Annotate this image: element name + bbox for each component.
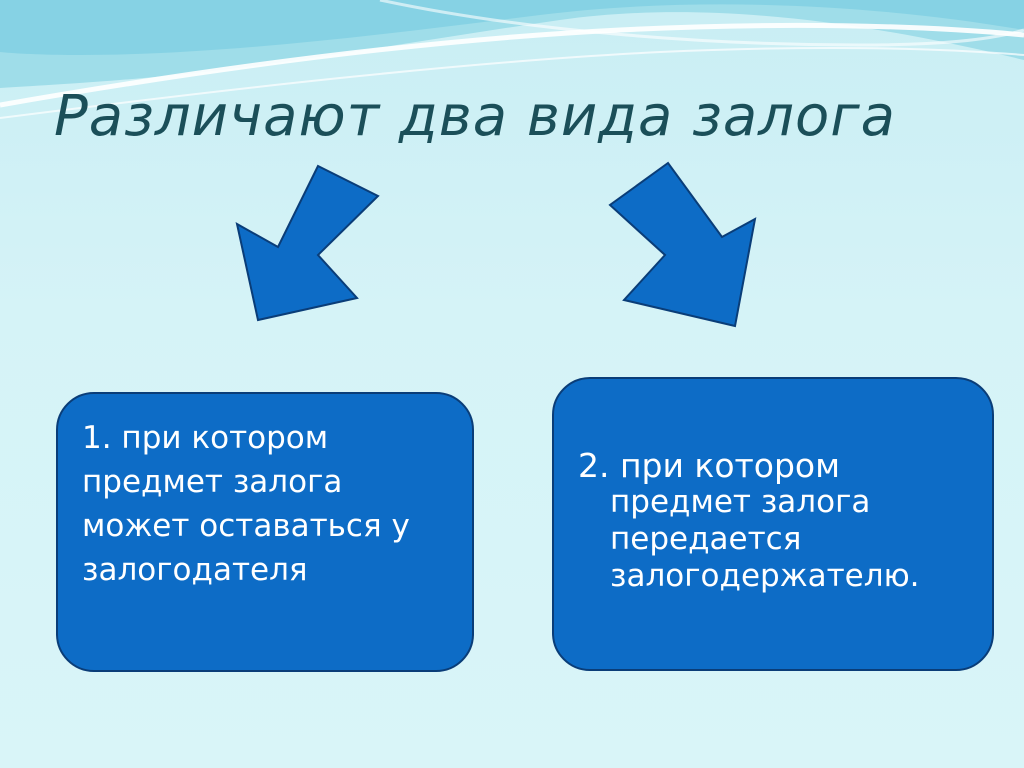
option-1-line-2: предмет залога (82, 464, 343, 500)
option-box-1: 1. при котором предмет залога может оста… (56, 392, 474, 672)
option-2-line-1: 2. при котором (578, 446, 841, 485)
option-1-line-4: залогодателя (82, 552, 308, 588)
option-2-line-4: залогодержателю. (610, 558, 920, 594)
option-box-2: 2. при котором предмет залога передается… (552, 377, 994, 671)
slide-title: Различают два вида залога (54, 84, 896, 149)
arrow-down-right-icon (608, 161, 757, 328)
decorative-waves (0, 0, 1024, 119)
option-1-line-3: может оставаться у (82, 508, 410, 544)
option-1-line-1: 1. при котором (82, 420, 329, 456)
option-2-line-3: передается (610, 521, 802, 557)
option-2-line-2: предмет залога (610, 484, 871, 520)
arrow-down-left-icon (235, 164, 380, 322)
